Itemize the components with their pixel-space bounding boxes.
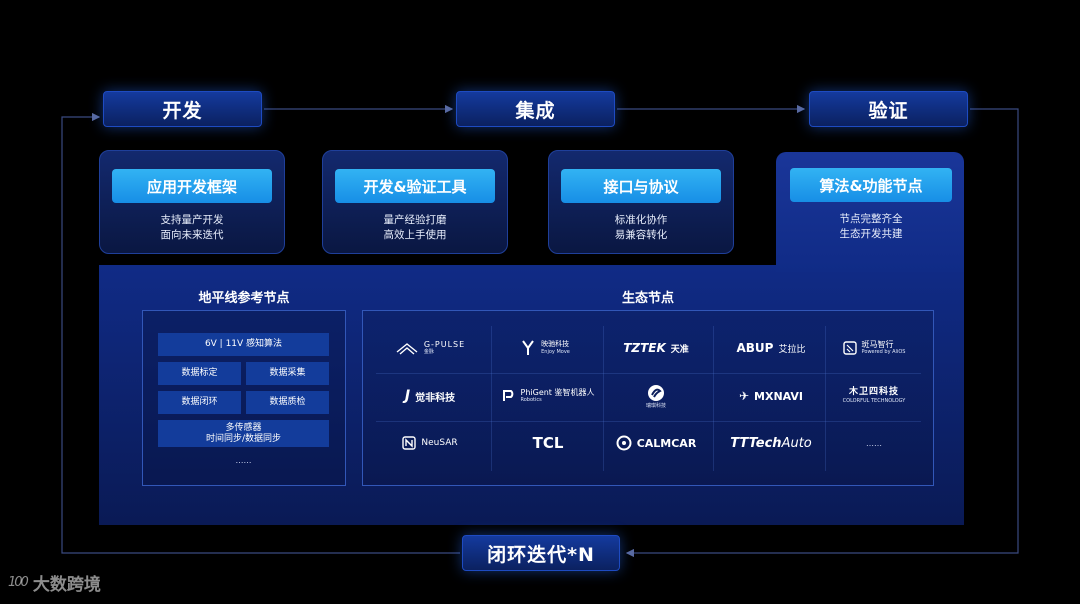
logo-juefei: J 觉非科技 [404,388,456,404]
logo-more: …… [866,438,882,448]
stage-develop: 开发 [103,91,262,127]
stage-verify: 验证 [809,91,968,127]
horizon-title: 地平线参考节点 [198,291,290,306]
card-algorithm: 算法&功能节点 节点完整齐全生态开发共建 [778,150,964,254]
eco-box [362,310,934,486]
watermark-logo: 100 [8,575,29,590]
horizon-item-closed-loop: 数据闭环 [158,391,241,414]
card-app-framework: 应用开发框架 支持量产开发面向未来迭代 [99,150,285,254]
card-desc: 节点完整齐全生态开发共建 [839,213,903,240]
ruiqi-icon [648,384,664,401]
zebra-icon [842,341,857,355]
horizon-item-collection: 数据采集 [246,362,329,385]
card-desc: 标准化协作易兼容转化 [614,214,668,241]
horizon-item-perception: 6V | 11V 感知算法 [158,333,329,356]
logo-tcl: TCL [532,434,564,452]
logo-abup: ABUP 艾拉比 [736,341,806,355]
stage-loop: 闭环迭代*N [462,535,620,571]
horizon-item-quality: 数据质检 [246,391,329,414]
logo-ttech: TTTechAuto [730,435,812,451]
enjoymove-icon [522,340,534,355]
logo-neusar: NeuSAR [374,423,486,463]
stage-integrate: 集成 [456,91,615,127]
card-dev-tools: 开发&验证工具 量产经验打磨高效上手使用 [322,150,508,254]
phigent-icon [502,390,513,401]
card-interface: 接口与协议 标准化协作易兼容转化 [548,150,734,254]
logo-calmcar: CALMCAR [600,423,712,463]
eco-grid-line [825,326,826,471]
card-desc: 支持量产开发面向未来迭代 [160,214,224,241]
card-title: 接口与协议 [561,169,721,203]
card-title: 算法&功能节点 [790,168,952,202]
watermark-text: 大数跨境 [32,575,101,595]
eco-grid-line [491,326,492,471]
eco-title: 生态节点 [621,291,674,306]
calmcar-icon [616,435,632,451]
neusar-icon [402,436,417,450]
horizon-item-calibration: 数据标定 [158,362,241,385]
arrow-verify-loop [625,108,1019,558]
logo-ruiqi: 瑞琪科技 [600,376,712,416]
eco-grid-line [603,326,604,471]
card-title: 应用开发框架 [112,169,272,203]
card-title: 开发&验证工具 [335,169,495,203]
logo-mxnavi: ✈ MXNAVI [738,389,804,403]
logo-tztek: TZTEK 天准 [623,341,689,355]
arrow-loop-develop [61,112,460,554]
gpulse-icon [396,343,418,355]
horizon-item-sync: 多传感器时间同步/数据同步 [158,420,329,447]
card-desc: 量产经验打磨高效上手使用 [383,214,447,241]
eco-grid-line [376,421,921,422]
horizon-more: …… [235,456,252,465]
eco-grid-line [376,373,921,374]
eco-grid-line [713,326,714,471]
watermark: 100 大数跨境 [8,570,101,595]
